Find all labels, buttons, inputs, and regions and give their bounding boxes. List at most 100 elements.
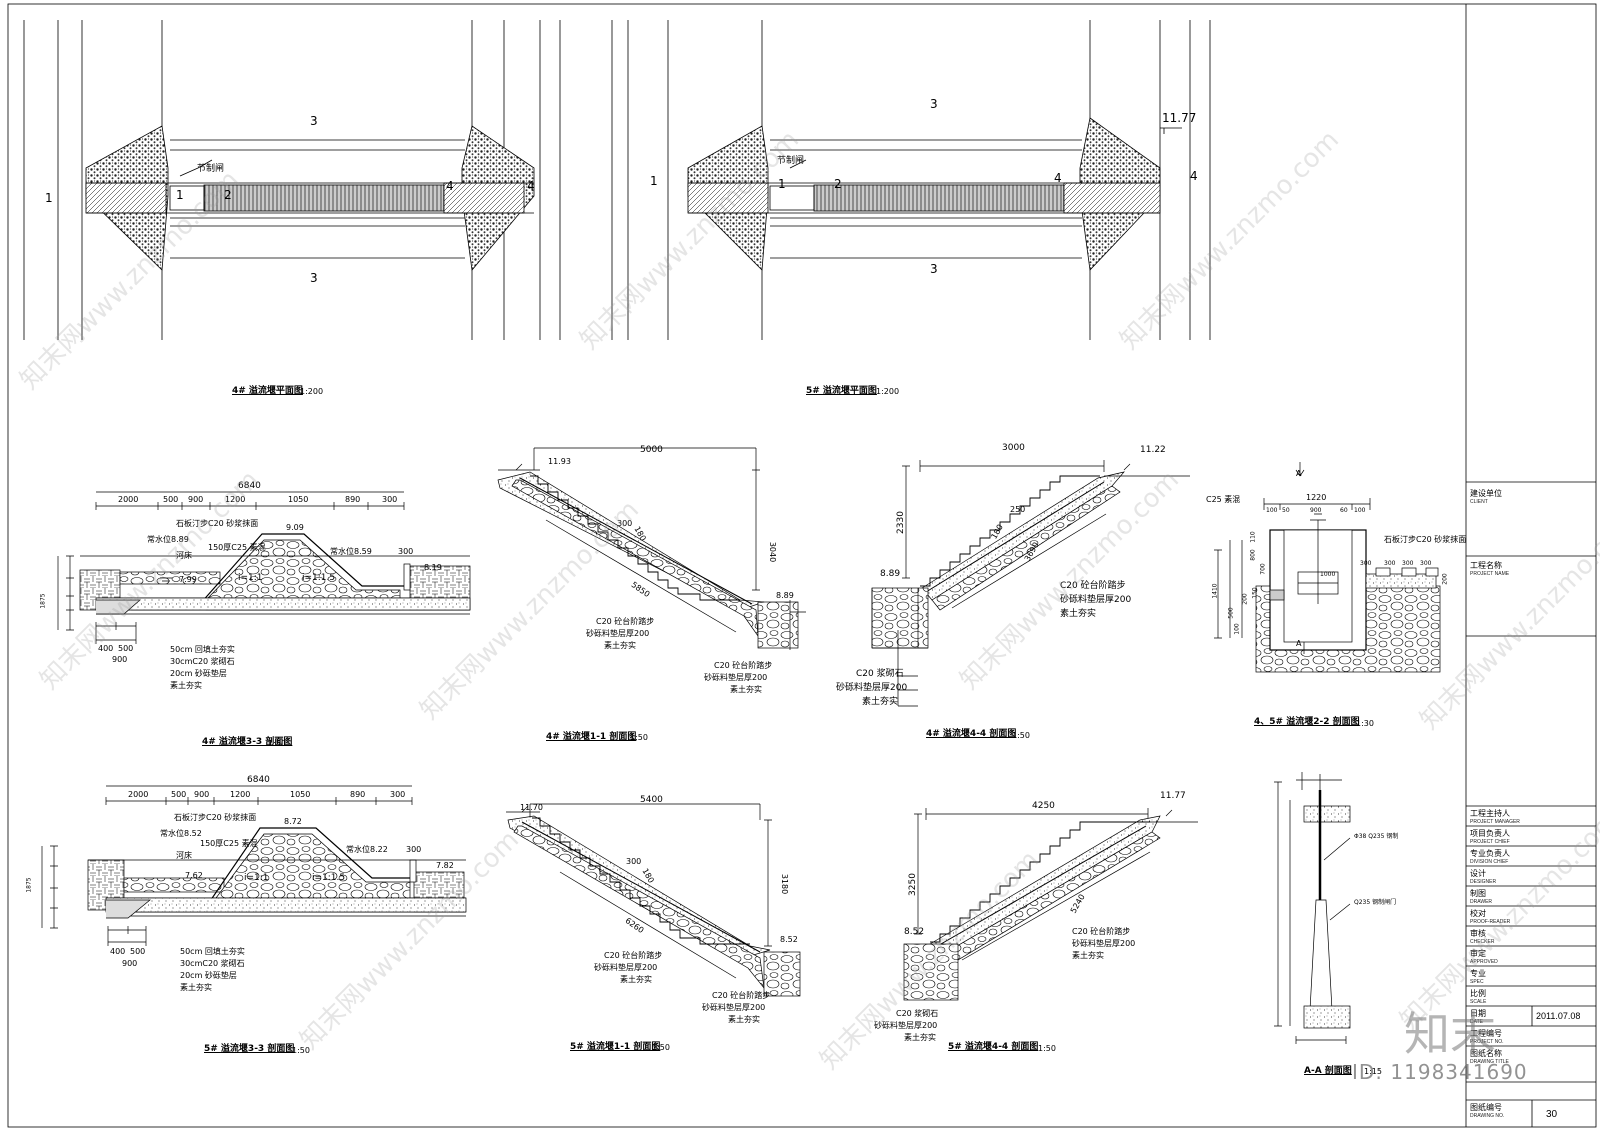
s335-dim-2: 500 — [171, 790, 187, 799]
watermark-logo: 知末 — [1404, 1007, 1496, 1061]
tb-project-name-en: PROJECT NAME — [1470, 571, 1510, 577]
s334-dim-6: 890 — [345, 495, 361, 504]
s334-b3: 900 — [112, 655, 128, 664]
tb-drawing-no-zh: 图纸编号 — [1470, 1103, 1502, 1112]
s444-n2: 砂砾料垫层厚200 — [1060, 595, 1132, 605]
tb-client-zh: 建设单位 — [1470, 489, 1502, 498]
s444-m3: 素土夯实 — [862, 697, 899, 707]
tb-row-5-zh: 校对 — [1470, 909, 1486, 918]
plan5-mark-3-bottom: 3 — [930, 262, 938, 276]
s115-m3: 素土夯实 — [728, 1015, 760, 1024]
s22-vtot: 1410 — [1211, 583, 1219, 599]
s22-caption: 4、5# 溢流堰2-2 剖面图 — [1254, 717, 1360, 727]
s334-b2: 500 — [118, 644, 134, 653]
s445-m2: 砂砾料垫层厚200 — [874, 1021, 938, 1030]
s334-dim-2: 500 — [163, 495, 179, 504]
s335-n4: 素土夯实 — [180, 983, 212, 992]
s22-part-1: 100 — [1266, 507, 1278, 514]
plan-4 — [23, 20, 561, 340]
plan4-gate-tag: 节制闸 — [197, 164, 225, 174]
s444-width: 3000 — [1002, 443, 1025, 453]
s334-d300: 300 — [398, 547, 414, 556]
s115-m1: C20 砼台阶踏步 — [712, 991, 771, 1000]
tb-spec-zh: 专业 — [1470, 969, 1486, 978]
section-1-1-5 — [506, 803, 801, 997]
s114-scale: 1:50 — [630, 733, 648, 742]
plan5-mark-4: 4 — [1190, 169, 1198, 183]
title-block-frame — [1465, 4, 1596, 1127]
s22-part-4: 60 — [1340, 507, 1348, 514]
s22-width: 1220 — [1306, 493, 1327, 502]
tb-row-4-en: DRAWER — [1470, 899, 1493, 905]
s22-c25: C25 素混 — [1206, 495, 1241, 504]
s334-n3: 20cm 砂砾垫层 — [170, 669, 227, 678]
s335-vtotal: 1875 — [25, 877, 33, 893]
section-4-4-5 — [903, 808, 1198, 1001]
plan5-mark-1b: 1 — [778, 177, 786, 191]
s114-caption: 4# 溢流堰1-1 剖面图 — [546, 732, 637, 742]
s444-n1: C20 砼台阶踏步 — [1060, 581, 1126, 591]
s444-caption: 4# 溢流堰4-4 剖面图 — [926, 729, 1017, 739]
s335-n3: 20cm 砂砾垫层 — [180, 971, 237, 980]
s114-m2: 砂砾料垫层厚200 — [704, 673, 768, 682]
plan4-mark-4b: 4 — [446, 179, 454, 193]
tb-row-2-en: DIVISION CHIEF — [1470, 859, 1509, 865]
plan5-mark-4b: 4 — [1054, 171, 1062, 185]
s115-height: 3180 — [780, 873, 790, 895]
s335-scale: 1:50 — [292, 1046, 310, 1055]
s22-scale: 1:30 — [1356, 719, 1374, 728]
s115-step-w: 300 — [626, 857, 642, 866]
s335-b2: 500 — [130, 947, 146, 956]
s334-caption: 4# 溢流堰3-3 剖面图 — [202, 737, 293, 747]
aa-note-1: Φ38 Q235 钢制 — [1354, 833, 1399, 840]
s444-height: 2330 — [895, 511, 906, 534]
s22-r-2: 300 — [1384, 560, 1396, 567]
s22-vb-1: 500 — [1227, 607, 1235, 619]
tb-row-6-zh: 审核 — [1470, 929, 1486, 938]
s334-b1: 400 — [98, 644, 114, 653]
s334-water-left: 常水位8.89 — [147, 535, 189, 544]
tb-date-value: 2011.07.08 — [1536, 1011, 1581, 1021]
s335-b1: 400 — [110, 947, 126, 956]
s114-step-w: 300 — [617, 519, 633, 528]
plan5-mark-1: 1 — [650, 174, 658, 188]
s115-n2: 砂砾料垫层厚200 — [594, 963, 658, 972]
s444-step-w: 250 — [1010, 505, 1026, 514]
section-a-a — [1274, 772, 1351, 1044]
s334-dim-7: 300 — [382, 495, 398, 504]
plan4-mark-3-bottom: 3 — [310, 271, 318, 285]
s22-v2: 800 — [1249, 549, 1257, 561]
s334-slope-2: i=1:1.5 — [302, 573, 336, 583]
plan5-scale: 1:200 — [876, 387, 900, 396]
s444-n3: 素土夯实 — [1060, 609, 1097, 619]
s335-caption: 5# 溢流堰3-3 剖面图 — [204, 1044, 295, 1054]
s445-bot-elev: 8.52 — [904, 927, 925, 937]
plan4-mark-2: 2 — [224, 188, 232, 202]
s22-r-1: 300 — [1360, 560, 1372, 567]
s114-n1: C20 砼台阶踏步 — [596, 617, 655, 626]
tb-client: 建设单位 CLIENT — [1470, 488, 1502, 505]
tb-spec-en: SPEC — [1470, 979, 1484, 985]
plan4-scale: 1:200 — [300, 387, 324, 396]
s335-water-right: 常水位8.22 — [346, 845, 388, 854]
s445-n1: C20 砼台阶踏步 — [1072, 927, 1131, 936]
tb-project-name-zh: 工程名称 — [1470, 561, 1502, 570]
section-3-3-4 — [57, 491, 471, 644]
tb-drawing-title-en: DRAWING TITLE — [1470, 1059, 1509, 1065]
s334-c25: 150厚C25 素混 — [208, 543, 266, 552]
s334-dim-5: 1050 — [288, 495, 309, 504]
s115-bot-elev: 8.52 — [780, 935, 798, 944]
s114-m3: 素土夯实 — [730, 685, 762, 694]
s445-caption: 5# 溢流堰4-4 剖面图 — [948, 1042, 1039, 1052]
s444-bot-elev: 8.89 — [880, 569, 901, 579]
tb-drawing-no-en: DRAWING NO. — [1470, 1113, 1505, 1119]
s334-dim-3: 900 — [188, 495, 204, 504]
s22-d200: 200 — [1441, 573, 1449, 585]
